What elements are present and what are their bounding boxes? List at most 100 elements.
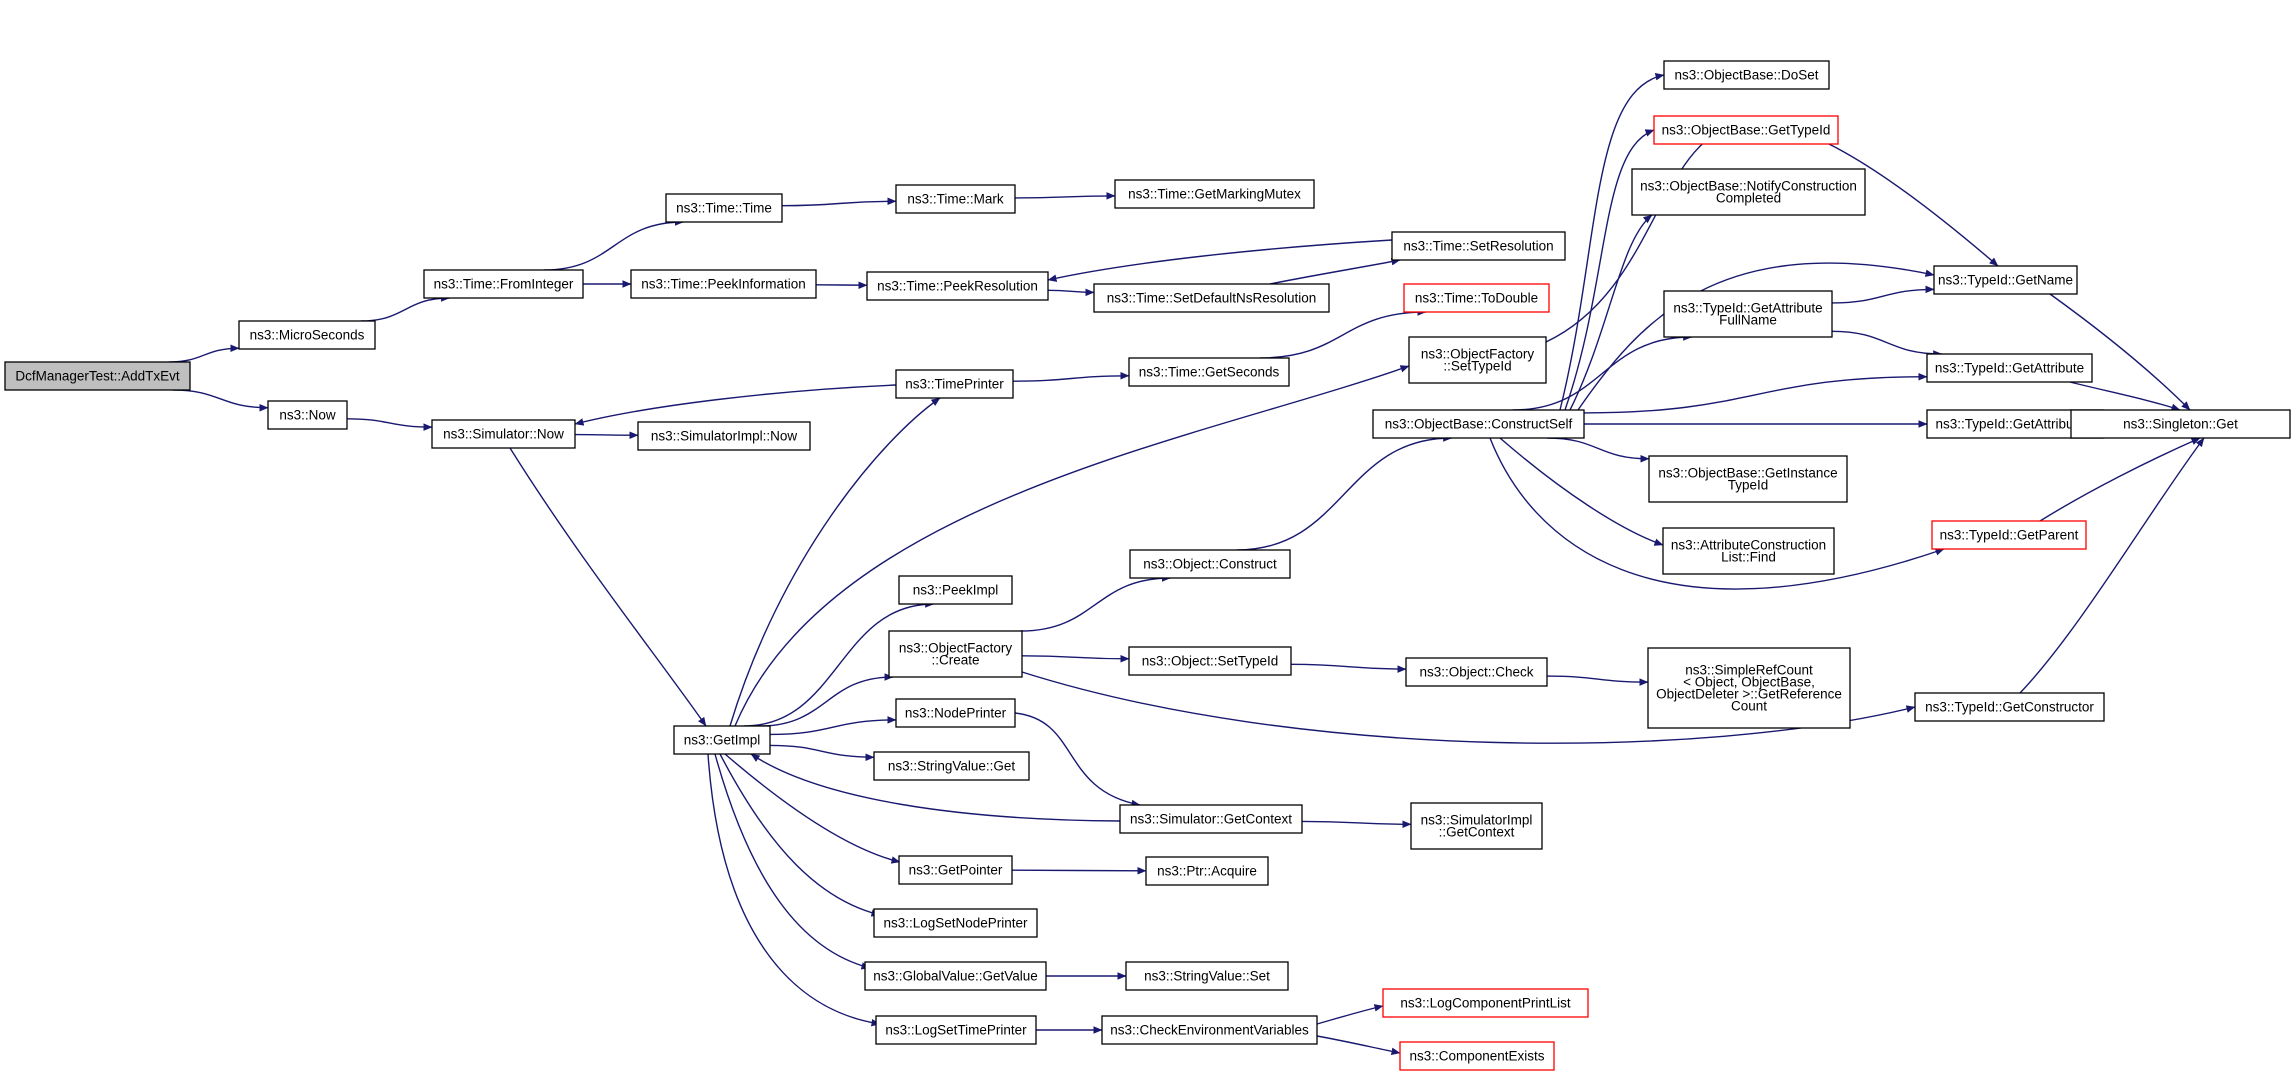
node-constructself[interactable]: ns3::ObjectBase::ConstructSelf [1372, 409, 1585, 439]
node-getimpl[interactable]: ns3::GetImpl [673, 725, 771, 755]
node-logsettime[interactable]: ns3::LogSetTimePrinter [875, 1015, 1037, 1045]
edge-tidgetctor-to-singleton [2019, 437, 2205, 694]
node-label-line: ns3::ObjectFactory [1421, 347, 1535, 362]
edge-constructself-to-obgettypeid [1564, 129, 1655, 411]
node-label-line: ns3::AttributeConstruction [1671, 538, 1826, 553]
node-micro[interactable]: ns3::MicroSeconds [238, 320, 376, 350]
node-strvalget[interactable]: ns3::StringValue::Get [873, 751, 1030, 781]
edges-layer [168, 73, 2205, 1056]
node-label-line: ObjectDeleter >::GetReference [1656, 687, 1842, 702]
node-box [895, 369, 1014, 399]
node-simpleref[interactable]: ns3::SimpleRefCount< Object, ObjectBase,… [1647, 647, 1851, 729]
node-label-line: ns3::Time::Mark [907, 192, 1004, 207]
node-label-line: ns3::Time::SetDefaultNsResolution [1107, 291, 1317, 306]
node-box [1663, 60, 1830, 90]
node-now[interactable]: ns3::Now [267, 400, 348, 430]
node-getseconds[interactable]: ns3::Time::GetSeconds [1128, 357, 1290, 387]
node-box [1403, 283, 1550, 313]
node-label-line: ns3::MicroSeconds [250, 328, 365, 343]
edge-tidgetparent-to-singleton [2039, 437, 2201, 522]
node-box [1648, 455, 1848, 503]
node-strvalset[interactable]: ns3::StringValue::Set [1125, 961, 1289, 991]
node-timetime[interactable]: ns3::Time::Time [665, 193, 783, 223]
node-checkenv[interactable]: ns3::CheckEnvironmentVariables [1101, 1015, 1318, 1045]
node-box [1399, 1041, 1555, 1071]
node-box [665, 193, 783, 223]
node-label-line: FullName [1719, 313, 1777, 328]
node-box [238, 320, 376, 350]
node-label-line: ns3::TypeId::GetAttribute [1935, 361, 2084, 376]
node-obnotify[interactable]: ns3::ObjectBase::NotifyConstructionCompl… [1631, 168, 1866, 216]
node-tidgetattr[interactable]: ns3::TypeId::GetAttribute [1926, 353, 2093, 383]
node-getpointer[interactable]: ns3::GetPointer [898, 855, 1013, 885]
node-box [1114, 179, 1315, 209]
node-gvgetvalue[interactable]: ns3::GlobalValue::GetValue [864, 961, 1047, 991]
node-box [1926, 353, 2093, 383]
node-box [864, 961, 1047, 991]
node-box [1128, 646, 1292, 676]
node-logsetnode[interactable]: ns3::LogSetNodePrinter [873, 908, 1038, 938]
edge-peekres-to-setdefres [1047, 288, 1095, 297]
node-singleton[interactable]: ns3::Singleton::Get [2070, 409, 2291, 439]
node-ptracquire[interactable]: ns3::Ptr::Acquire [1145, 856, 1269, 886]
node-nodeprinter[interactable]: ns3::NodePrinter [895, 698, 1016, 728]
node-objconstruct[interactable]: ns3::Object::Construct [1129, 549, 1291, 579]
edge-timetime-to-timemark [781, 197, 897, 207]
node-simgetctx[interactable]: ns3::Simulator::GetContext [1119, 804, 1303, 834]
edge-getseconds-to-todouble [1259, 308, 1427, 359]
node-box [898, 855, 1013, 885]
node-root[interactable]: DcfManagerTest::AddTxEvt [4, 361, 191, 391]
node-tidgetparent[interactable]: ns3::TypeId::GetParent [1931, 520, 2087, 550]
node-simimplctx[interactable]: ns3::SimulatorImpl::GetContext [1410, 802, 1543, 850]
node-label-line: ns3::Time::PeekInformation [641, 277, 806, 292]
edge-constructself-to-obdoset [1559, 73, 1665, 411]
node-box [873, 908, 1038, 938]
node-box [1408, 336, 1547, 384]
node-compexists[interactable]: ns3::ComponentExists [1399, 1041, 1555, 1071]
node-obdoset[interactable]: ns3::ObjectBase::DoSet [1663, 60, 1830, 90]
node-box [1631, 168, 1866, 216]
node-tidgetname[interactable]: ns3::TypeId::GetName [1933, 265, 2078, 295]
edge-timeprinter-to-getseconds [1012, 372, 1130, 382]
node-obgettypeid[interactable]: ns3::ObjectBase::GetTypeId [1653, 115, 1839, 145]
edge-timeprinter-to-simnow [574, 384, 897, 426]
edge-ofcreate-to-objsettypeid [1021, 655, 1130, 663]
node-peekinfo[interactable]: ns3::Time::PeekInformation [630, 269, 817, 299]
node-objsettypeid[interactable]: ns3::Object::SetTypeId [1128, 646, 1292, 676]
edge-simnow-to-simimplnow [574, 431, 639, 439]
edge-getimpl-to-getpointer [724, 753, 901, 864]
node-todouble[interactable]: ns3::Time::ToDouble [1403, 283, 1550, 313]
node-label-line: ::Create [931, 653, 979, 668]
node-ofsettypeid[interactable]: ns3::ObjectFactory::SetTypeId [1408, 336, 1547, 384]
node-label-line: ns3::SimpleRefCount [1685, 663, 1813, 678]
node-markmutex[interactable]: ns3::Time::GetMarkingMutex [1114, 179, 1315, 209]
node-objcheck[interactable]: ns3::Object::Check [1405, 657, 1548, 687]
node-label-line: ns3::ObjectBase::NotifyConstruction [1640, 179, 1857, 194]
node-timeprinter[interactable]: ns3::TimePrinter [895, 369, 1014, 399]
edge-getimpl-to-timeprinter [729, 397, 941, 727]
edge-getimpl-to-peekimpl [743, 600, 935, 727]
edge-objcheck-to-simpleref [1546, 675, 1649, 686]
edge-constructself-to-tidgetparent [1489, 437, 1945, 590]
node-simimplnow[interactable]: ns3::SimulatorImpl::Now [637, 421, 811, 451]
node-peekimpl[interactable]: ns3::PeekImpl [898, 575, 1013, 605]
node-logcompprint[interactable]: ns3::LogComponentPrintList [1382, 988, 1589, 1018]
node-label-line: ns3::Time::GetMarkingMutex [1128, 187, 1301, 202]
node-tidgetctor[interactable]: ns3::TypeId::GetConstructor [1914, 692, 2105, 722]
node-fromint[interactable]: ns3::Time::FromInteger [423, 269, 584, 299]
node-setres[interactable]: ns3::Time::SetResolution [1391, 231, 1566, 261]
node-label-line: ns3::ComponentExists [1409, 1049, 1544, 1064]
node-peekres[interactable]: ns3::Time::PeekResolution [866, 271, 1049, 301]
edge-getimpl-to-logsetnode [719, 753, 881, 917]
node-setdefres[interactable]: ns3::Time::SetDefaultNsResolution [1093, 283, 1330, 313]
node-label-line: ns3::ObjectBase::ConstructSelf [1385, 417, 1573, 432]
node-simnow[interactable]: ns3::Simulator::Now [431, 419, 576, 449]
node-box [1931, 520, 2087, 550]
edge-getimpl-to-logsettime [707, 753, 881, 1027]
node-ofcreate[interactable]: ns3::ObjectFactory::Create [888, 630, 1023, 678]
node-timemark[interactable]: ns3::Time::Mark [895, 184, 1016, 214]
node-box [1653, 115, 1839, 145]
